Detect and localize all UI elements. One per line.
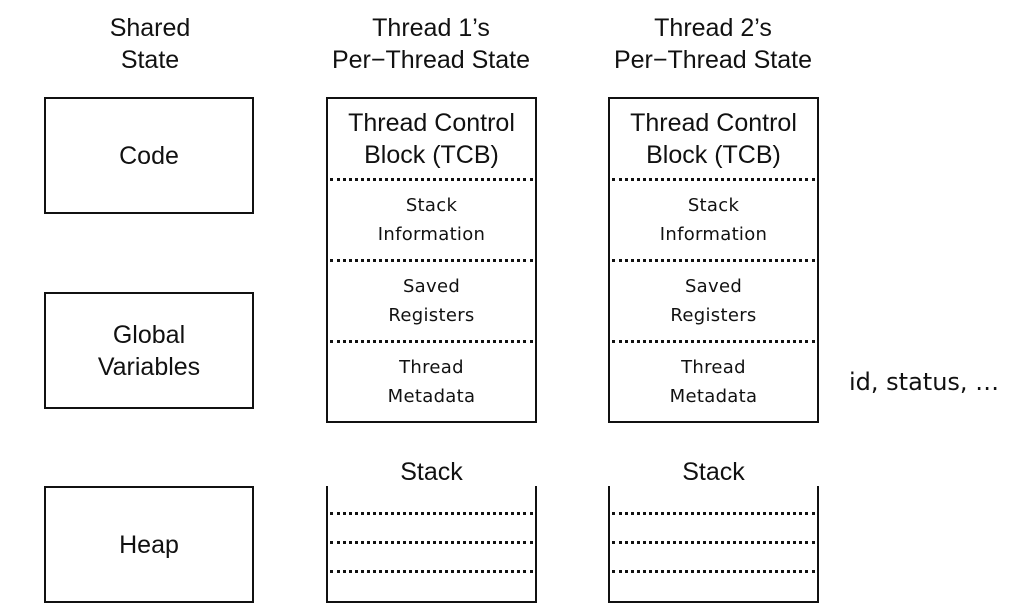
thread-2-divider [612,340,815,343]
thread-1-stack [326,486,537,603]
thread-2-tcb-title: Thread Control Block (TCB) [630,108,797,169]
thread-1-saved-registers: Saved Registers [388,276,475,326]
thread-1-stack-information: Stack Information [377,195,486,245]
metadata-note: id, status, … [849,368,1000,396]
stack-frame-divider [330,541,533,544]
thread-1-divider [330,178,533,181]
thread-2-divider [612,178,815,181]
code-box: Code [44,97,254,214]
thread-2-stack-label: Stack [682,458,745,486]
thread-1-thread-metadata: Thread Metadata [387,357,476,407]
stack-frame-divider [612,541,815,544]
thread-1-tcb: Thread Control Block (TCB) Stack Informa… [326,97,537,423]
thread-1-title: Thread 1’s Per−Thread State [331,14,531,74]
stack-frame-divider [330,512,533,515]
global-variables-box: Global Variables [44,292,254,409]
thread-2-tcb: Thread Control Block (TCB) Stack Informa… [608,97,819,423]
thread-2-title: Thread 2’s Per−Thread State [613,14,813,74]
thread-2-stack [608,486,819,603]
thread-2-saved-registers: Saved Registers [670,276,757,326]
thread-2-stack-information: Stack Information [659,195,768,245]
stack-frame-divider [612,512,815,515]
shared-state-title: Shared State [109,14,191,74]
thread-1-divider [330,259,533,262]
heap-box: Heap [44,486,254,603]
thread-2-thread-metadata: Thread Metadata [669,357,758,407]
stack-frame-divider [612,570,815,573]
thread-1-stack-label: Stack [400,458,463,486]
stack-frame-divider [330,570,533,573]
thread-1-divider [330,340,533,343]
thread-2-divider [612,259,815,262]
thread-1-tcb-title: Thread Control Block (TCB) [348,108,515,169]
